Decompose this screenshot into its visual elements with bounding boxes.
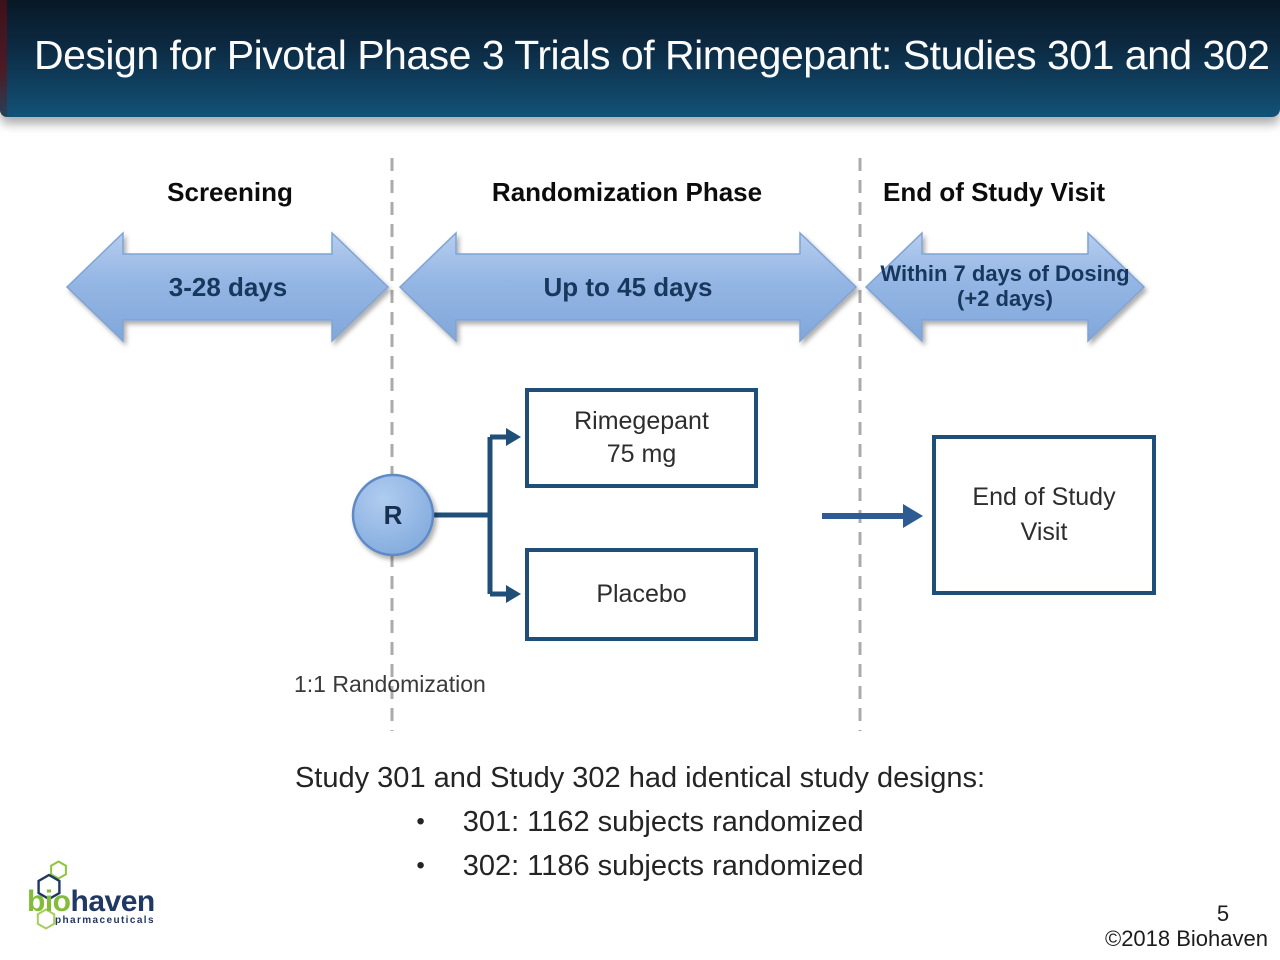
summary-bullet-302: • 302: 1186 subjects randomized (0, 844, 1280, 888)
bullet-icon: • (416, 852, 425, 879)
arm1-arrowhead-icon (506, 428, 521, 446)
header-accent-stripe (0, 0, 7, 117)
phase-heading-randomization: Randomization Phase (491, 177, 763, 207)
logo-wordmark-haven: haven (71, 885, 155, 918)
randomization-symbol: R (383, 500, 403, 530)
screening-duration-arrow (65, 231, 390, 343)
logo-wordmark-bio: bio (27, 885, 71, 918)
end-of-study-visit-line2: Visit (1020, 518, 1068, 546)
rimegepant-arm-line1: Rimegepant (574, 407, 709, 435)
summary-bullet-302-text: 302: 1186 subjects randomized (462, 850, 864, 882)
logo-hexagon-icon (36, 908, 56, 930)
study-summary: Study 301 and Study 302 had identical st… (0, 757, 1280, 888)
slide-title: Design for Pivotal Phase 3 Trials of Rim… (34, 32, 1270, 78)
randomization-branch-connector (433, 434, 506, 597)
biohaven-logo: biohaven pharmaceuticals (27, 860, 155, 930)
rimegepant-arm-line2: 75 mg (606, 440, 677, 468)
randomization-ratio-note: 1:1 Randomization (294, 671, 486, 697)
end-of-study-duration-label: Within 7 days of Dosing (+2 days) (880, 261, 1130, 311)
placebo-arm-label: Placebo (596, 580, 687, 608)
summary-bullet-301-text: 301: 1162 subjects randomized (462, 806, 864, 838)
logo-hexagon-icon (37, 873, 61, 901)
end-of-study-visit-line1: End of Study (972, 483, 1116, 511)
phase-heading-screening: Screening (167, 177, 293, 207)
slide-header: Design for Pivotal Phase 3 Trials of Rim… (0, 0, 1280, 117)
logo-subtitle: pharmaceuticals (55, 915, 155, 926)
placebo-arm-box: Placebo (525, 548, 758, 641)
end-of-study-visit-box: End of Study Visit (932, 435, 1156, 595)
bullet-icon: • (416, 808, 425, 835)
page-number: 5 (1216, 901, 1230, 926)
logo-wordmark: biohaven (27, 885, 155, 918)
randomization-duration-label: Up to 45 days (543, 272, 713, 302)
logo-hexagon-icon (50, 860, 67, 880)
randomization-circle (351, 473, 435, 557)
summary-heading: Study 301 and Study 302 had identical st… (294, 762, 986, 794)
screening-duration-label: 3-28 days (168, 272, 288, 302)
copyright-text: ©2018 Biohaven (1104, 926, 1268, 951)
end-of-study-duration-line1: Within 7 days of Dosing (880, 261, 1130, 286)
summary-bullet-301: • 301: 1162 subjects randomized (0, 800, 1280, 844)
randomization-duration-arrow (398, 231, 858, 343)
phase-heading-end-of-study: End of Study Visit (883, 177, 1105, 207)
end-of-study-duration-line2: (+2 days) (957, 286, 1053, 311)
to-end-visit-arrowhead-icon (903, 504, 923, 528)
arm2-arrowhead-icon (506, 585, 521, 603)
end-of-study-duration-arrow (864, 231, 1146, 343)
rimegepant-arm-box: Rimegepant 75 mg (525, 388, 758, 488)
